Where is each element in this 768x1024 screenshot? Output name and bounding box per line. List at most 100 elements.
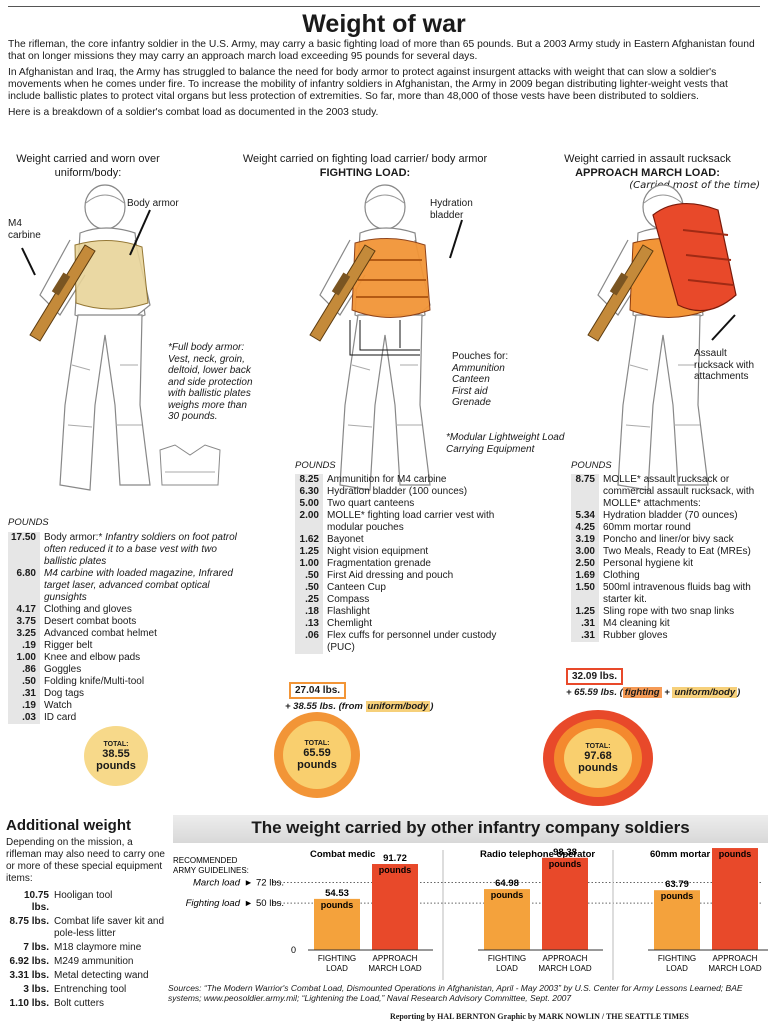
bar-unit-label: pounds	[321, 900, 354, 910]
credit-line: Reporting by HAL BERNTON Graphic by MARK…	[390, 1012, 689, 1021]
category-label: MARCH LOAD	[368, 964, 422, 973]
additional-weight-intro: Depending on the mission, a rifleman may…	[6, 837, 165, 884]
item-weight: .19	[8, 700, 40, 712]
item-description: 500ml intravenous fluids bag with starte…	[603, 582, 751, 605]
intro-paragraph-2: In Afghanistan and Iraq, the Army has st…	[8, 67, 728, 102]
item-description: Night vision equipment	[327, 546, 429, 557]
bar-value-label: 108.76	[720, 845, 749, 848]
list2-item: 6.30 Hydration bladder (100 ounces)	[295, 486, 515, 498]
col1-heading: Weight carried and worn over uniform/bod…	[16, 153, 160, 179]
soldier-illustrations	[21, 184, 737, 491]
category-label: FIGHTING	[488, 954, 526, 963]
guideline-name: Fighting load	[186, 898, 241, 909]
bar-value-label: 98.38	[553, 847, 577, 858]
item-description: Watch	[44, 700, 72, 711]
additional-item: 8.75 lbs.Combat life saver kit and pole-…	[6, 916, 171, 940]
group-name: Combat medic	[310, 849, 375, 860]
item-weight: 3.25	[8, 628, 40, 640]
bar-unit-label: pounds	[549, 859, 582, 869]
item-description: Folding knife/Multi-tool	[44, 676, 145, 687]
item-weight: 6.80	[8, 568, 40, 604]
item-weight: .13	[295, 618, 323, 630]
item-description: Advanced combat helmet	[44, 628, 157, 639]
col3-pounds-label: POUNDS	[571, 460, 612, 471]
hydration-bladder-callout: Hydration bladder	[430, 198, 473, 221]
approach-subtotal-box: 32.09 lbs.	[566, 668, 624, 685]
additional-item-name: Entrenching tool	[54, 984, 127, 995]
bar-value-label: 91.72	[383, 853, 407, 864]
group-name: 60mm mortar gunner	[650, 849, 745, 860]
pouches-items: Ammunition Canteen First aid Grenade	[452, 362, 505, 409]
intro-paragraph-1: The rifleman, the core infantry soldier …	[8, 39, 755, 62]
full-body-armor-note: *Full body armor: Vest, neck, groin, del…	[168, 342, 253, 422]
item-weight: .19	[8, 640, 40, 652]
additional-item-name: Metal detecting wand	[54, 970, 149, 981]
item-weight: 4.25	[571, 522, 599, 534]
bar-fighting	[484, 889, 530, 950]
additional-item: 3.31 lbs.Metal detecting wand	[6, 970, 171, 982]
guideline-arrow: ►	[244, 898, 253, 908]
category-label: LOAD	[496, 964, 518, 973]
item-weight: .18	[295, 606, 323, 618]
total-approach-march: TOTAL: 97.68 pounds	[543, 710, 653, 806]
item-weight: 1.00	[295, 558, 323, 570]
total-uniform-body: TOTAL: 38.55 pounds	[84, 726, 148, 786]
item-weight: .31	[571, 630, 599, 642]
additional-item-weight: 1.10 lbs.	[9, 998, 49, 1009]
item-description: Hydration bladder (100 ounces)	[327, 486, 468, 497]
category-label: FIGHTING	[318, 954, 356, 963]
additional-item-weight: 8.75 lbs.	[9, 916, 49, 927]
category-label: APPROACH	[543, 954, 588, 963]
top-rule	[8, 6, 760, 7]
additional-item-name: Bolt cutters	[54, 998, 105, 1009]
item-description: ID card	[44, 712, 77, 723]
body-armor-callout: Body armor	[127, 198, 179, 209]
item-description: Flashlight	[327, 606, 370, 617]
item-weight: 17.50	[8, 532, 40, 568]
item-weight: 4.17	[8, 604, 40, 616]
item-description: Chemlight	[327, 618, 373, 629]
rucksack-callout: Assault rucksack with attachments	[694, 348, 755, 382]
item-description: Ammunition for M4 carbine	[327, 474, 447, 485]
list1-item: .19 Watch	[8, 700, 243, 712]
item-description: Goggles	[44, 664, 82, 675]
additional-item: 6.92 lbs.M249 ammunition	[6, 956, 171, 968]
item-weight: 3.00	[571, 546, 599, 558]
zero-tick: 0	[291, 945, 296, 955]
additional-item-name: M18 claymore mine	[54, 942, 142, 953]
list1-item: .86 Goggles	[8, 664, 243, 676]
item-weight: .86	[8, 664, 40, 676]
approach-plus-note: + 65.59 lbs. (fighting + uniform/body)	[566, 687, 741, 698]
additional-item-weight: 7 lbs.	[23, 942, 49, 953]
total-fighting-load: TOTAL: 65.59 pounds	[274, 712, 360, 798]
item-description: Rubber gloves	[603, 630, 668, 641]
item-weight: 5.00	[295, 498, 323, 510]
item-description: Bayonet	[327, 534, 364, 545]
intro-text: The rifleman, the core infantry soldier …	[8, 39, 760, 123]
additional-item-name: M249 ammunition	[54, 956, 134, 967]
additional-item: 10.75 lbs.Hooligan tool	[6, 890, 171, 914]
item-description: Clothing	[603, 570, 640, 581]
additional-item-weight: 10.75 lbs.	[23, 890, 49, 913]
additional-item: 7 lbs. M18 claymore mine	[6, 942, 171, 954]
item-weight: 6.30	[295, 486, 323, 498]
item-description: Compass	[327, 594, 370, 605]
category-label: MARCH LOAD	[538, 964, 592, 973]
